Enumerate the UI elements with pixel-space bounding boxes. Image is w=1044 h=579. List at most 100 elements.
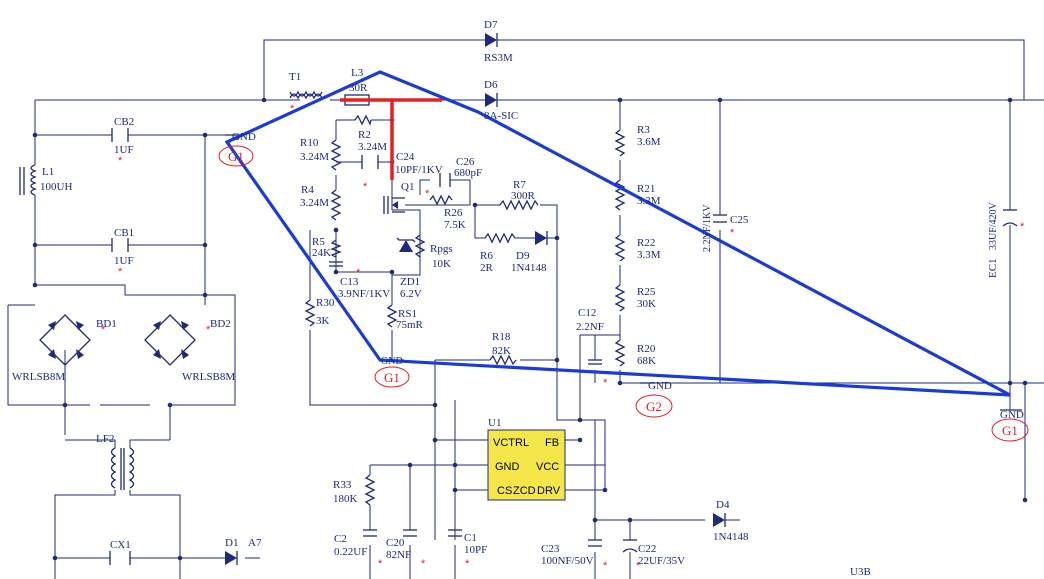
label-r4-val: 3.24M: [300, 197, 329, 209]
label-ec1: EC1: [987, 258, 999, 278]
label-r18: R18: [492, 331, 511, 343]
svg-text:*: *: [636, 560, 641, 572]
label-gnd-2: GND: [381, 356, 403, 367]
label-gnd-3: GND: [648, 380, 672, 392]
label-c1: C1: [464, 532, 477, 544]
label-cb2: CB2: [114, 116, 134, 128]
label-r26: R26: [444, 207, 463, 219]
blue-loop-overlay: [224, 70, 1011, 397]
label-c13: C13: [340, 276, 359, 288]
g2-circle: [635, 394, 673, 418]
mosfet-q1: [383, 196, 405, 214]
label-r20: R20: [637, 343, 656, 355]
polarity-stars: * * * * * * * * * * * * * * * *: [101, 103, 1025, 572]
svg-text:*: *: [118, 266, 123, 278]
label-d1: D1: [225, 537, 238, 549]
label-r2-val: 3.24M: [358, 141, 387, 153]
g1-circle-left: [218, 145, 254, 167]
label-bd2: BD2: [210, 318, 231, 330]
bridge-bd2: [144, 314, 196, 366]
label-gnd-4: GND: [1000, 409, 1024, 421]
u1-pin-vcc: VCC: [536, 461, 559, 473]
label-d9-val: 1N4148: [511, 262, 547, 274]
label-c22: C22: [638, 543, 656, 555]
label-r30: R30: [316, 297, 335, 309]
label-t1: T1: [289, 71, 301, 83]
label-r3-val: 3.6M: [637, 136, 661, 148]
label-l1: L1: [42, 166, 54, 178]
label-r21-val: 3.3M: [637, 195, 661, 207]
label-g1-left: G1: [228, 149, 244, 164]
label-c1-val: 10PF: [464, 544, 487, 556]
label-bd2-val: WRLSB8M: [182, 371, 235, 383]
label-u3b: U3B: [850, 566, 871, 578]
label-bd1: BD1: [96, 318, 117, 330]
capacitors-misc: [329, 155, 1018, 553]
label-r33-val: 180K: [333, 493, 358, 505]
svg-text:*: *: [290, 103, 295, 115]
label-c20-val: 82NF: [386, 549, 411, 561]
label-d7-val: RS3M: [484, 52, 513, 64]
label-c13-val: 3.9NF/1KV: [338, 288, 390, 300]
label-lf2: LF2: [96, 433, 114, 445]
label-zd1-val: 6.2V: [400, 288, 422, 300]
red-highlight-net: [340, 98, 442, 180]
svg-text:*: *: [378, 558, 383, 570]
label-r7-val: 300R: [511, 190, 536, 202]
label-u1: U1: [488, 417, 501, 429]
label-a7: A7: [248, 537, 262, 549]
label-d7: D7: [484, 19, 498, 31]
label-gnd-1: GND: [232, 131, 256, 143]
label-rpgs-val: 10K: [432, 258, 451, 270]
label-rs1-val: 75mR: [396, 319, 424, 331]
label-c2: C2: [334, 533, 347, 545]
u1-pin-drv: DRV: [537, 485, 561, 497]
label-d6: D6: [484, 79, 498, 91]
ic-u1-body: [487, 429, 566, 501]
label-r22: R22: [637, 237, 655, 249]
svg-text:*: *: [356, 267, 361, 279]
svg-text:*: *: [101, 324, 106, 336]
label-d6-val: 8A-SIC: [484, 110, 518, 122]
label-c23-val: 100NF/50V: [541, 555, 594, 567]
u1-pin-vctrl: VCTRL: [493, 437, 529, 449]
u1-pin-zcd: ZCD: [513, 485, 536, 497]
label-d9: D9: [516, 250, 530, 262]
label-rs1: RS1: [398, 308, 417, 320]
label-r5-val: 24K: [312, 247, 331, 259]
wires: [7, 39, 1044, 579]
label-r3: R3: [637, 124, 650, 136]
capacitor-cx1: [109, 551, 131, 565]
g1-circle-right: [991, 418, 1029, 442]
label-r7: R7: [513, 179, 526, 191]
label-cx1: CX1: [110, 539, 131, 551]
u1-pin-gnd: GND: [495, 461, 520, 473]
label-c2-val: 0.22UF: [334, 546, 367, 558]
bridge-bd1: [39, 314, 91, 366]
label-c25: C25: [730, 214, 749, 226]
label-r33: R33: [333, 479, 352, 491]
u1-pin-cs: CS: [497, 485, 512, 497]
label-q1: Q1: [401, 181, 414, 193]
label-d4: D4: [716, 499, 730, 511]
label-cb1: CB1: [114, 227, 134, 239]
component-labels: D7 RS3M D6 8A-SIC T1 L3 30R CB2 1UF CB1 …: [12, 19, 1024, 578]
svg-text:*: *: [465, 558, 470, 570]
resistors-vertical: [304, 129, 626, 506]
junction-dots: [32, 97, 1028, 561]
label-zd1: ZD1: [400, 276, 420, 288]
svg-text:*: *: [363, 181, 368, 193]
choke-lf2: [110, 447, 135, 490]
label-c23: C23: [541, 543, 560, 555]
label-r25-val: 30K: [637, 298, 656, 310]
g1-circle-mid: [374, 366, 410, 388]
capacitor-cb1: [111, 238, 129, 252]
label-r18-val: 82K: [492, 345, 511, 357]
label-bd1-val: WRLSB8M: [12, 371, 65, 383]
label-r6-val: 2R: [480, 262, 494, 274]
label-r26-val: 7.5K: [444, 219, 466, 231]
label-r20-val: 68K: [637, 355, 656, 367]
diode-d6: [485, 93, 498, 107]
label-r6: R6: [480, 250, 493, 262]
